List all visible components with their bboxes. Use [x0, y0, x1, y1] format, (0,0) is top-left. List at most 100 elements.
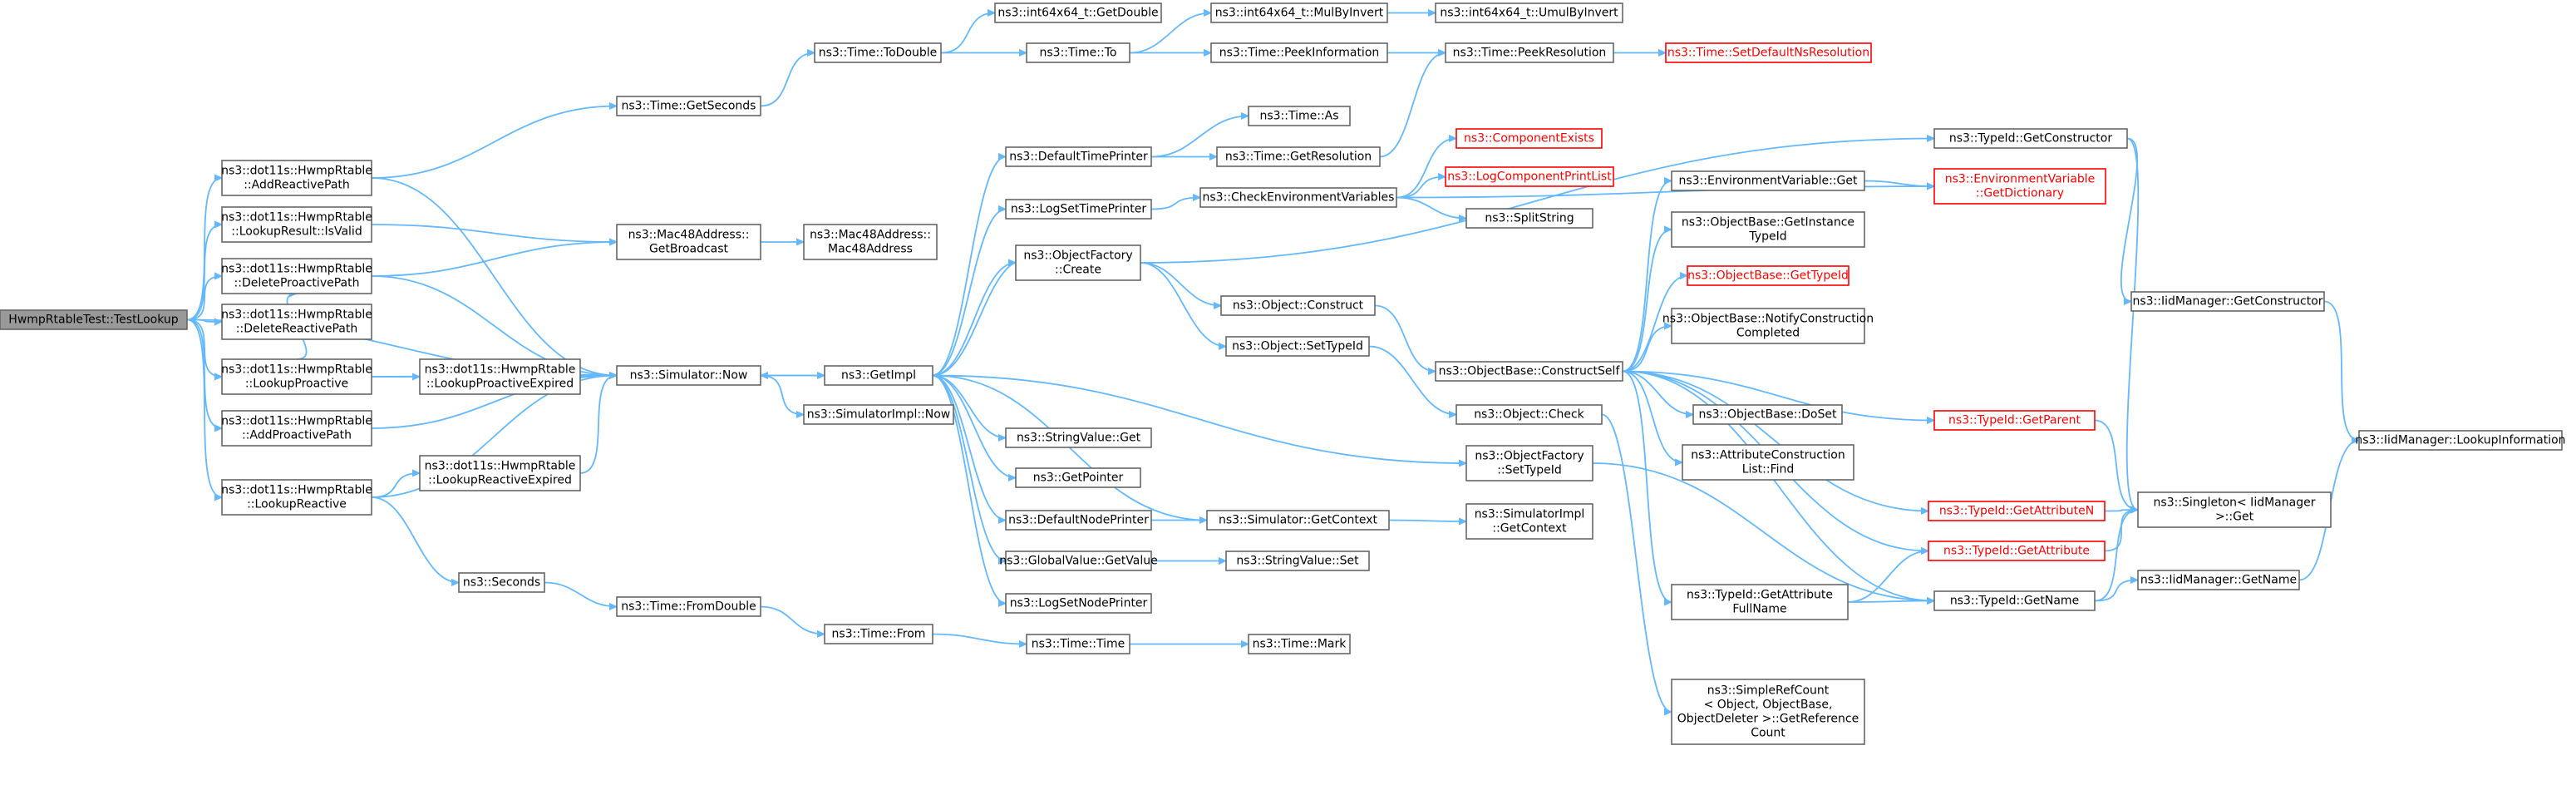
- node-timeAs[interactable]: ns3::Time::As: [1248, 106, 1351, 126]
- node-simpleRefCount[interactable]: ns3::SimpleRefCount< Object, ObjectBase,…: [1671, 679, 1865, 745]
- node-objBaseGetTypeId[interactable]: ns3::ObjectBase::GetTypeId: [1687, 265, 1849, 286]
- node-typeIdGetAttribute[interactable]: ns3::TypeId::GetAttribute: [1928, 541, 2106, 561]
- node-timeTo[interactable]: ns3::Time::To: [1026, 42, 1130, 63]
- node-peekResolution[interactable]: ns3::Time::PeekResolution: [1445, 42, 1614, 63]
- node-simImplNow[interactable]: ns3::SimulatorImpl::Now: [803, 404, 954, 425]
- node-isValid[interactable]: ns3::dot11s::HwmpRtable::LookupResult::I…: [221, 206, 372, 243]
- node-umulByInvert[interactable]: ns3::int64x64_t::UmulByInvert: [1435, 2, 1623, 23]
- node-defaultNodePrinter[interactable]: ns3::DefaultNodePrinter: [1005, 510, 1152, 531]
- node-globalValueGet[interactable]: ns3::GlobalValue::GetValue: [999, 551, 1158, 571]
- node-label: ns3::LogComponentPrintList: [1447, 170, 1612, 184]
- node-label: ObjectDeleter >::GetReference: [1677, 713, 1859, 726]
- node-iidGetName[interactable]: ns3::IidManager::GetName: [2137, 570, 2300, 590]
- node-label: < Object, ObjectBase,: [1704, 699, 1833, 712]
- node-iidGetConstructor[interactable]: ns3::IidManager::GetConstructor: [2130, 291, 2325, 312]
- node-label: ns3::Time::GetResolution: [1225, 151, 1372, 164]
- node-label: ns3::TypeId::GetAttributeN: [1939, 505, 2094, 518]
- edge-addReactive-to-now: [371, 177, 617, 376]
- node-envVarGetDictionary[interactable]: ns3::EnvironmentVariable::GetDictionary: [1933, 168, 2106, 205]
- node-addReactive[interactable]: ns3::dot11s::HwmpRtable::AddReactivePath: [221, 160, 372, 196]
- edge-getImpl-to-globalValueGet: [932, 374, 1006, 561]
- node-splitString[interactable]: ns3::SplitString: [1465, 208, 1593, 229]
- node-root[interactable]: HwmpRtableTest::TestLookup: [0, 309, 188, 330]
- edge-isValid-to-getBroadcast: [371, 224, 617, 242]
- node-typeIdGetName[interactable]: ns3::TypeId::GetName: [1933, 590, 2096, 611]
- node-notifyConstruction[interactable]: ns3::ObjectBase::NotifyConstructionCompl…: [1662, 308, 1874, 344]
- edge-objBaseConstructSelf-to-typeIdGetParent: [1622, 370, 1934, 421]
- node-logComponentPrintList[interactable]: ns3::LogComponentPrintList: [1445, 166, 1614, 187]
- edge-getSeconds-to-toDouble: [760, 53, 815, 107]
- node-box: [221, 160, 372, 196]
- node-delReactive[interactable]: ns3::dot11s::HwmpRtable::DeleteReactiveP…: [221, 304, 372, 340]
- node-box: [1455, 404, 1603, 425]
- node-getDouble[interactable]: ns3::int64x64_t::GetDouble: [994, 2, 1162, 23]
- node-label: ::AddProactivePath: [242, 429, 352, 442]
- node-box: [1005, 146, 1152, 167]
- node-addProactive[interactable]: ns3::dot11s::HwmpRtable::AddProactivePat…: [221, 410, 372, 447]
- node-label: ns3::IidManager::GetName: [2140, 574, 2297, 587]
- node-objFactoryCreate[interactable]: ns3::ObjectFactory::Create: [1015, 244, 1141, 281]
- node-fromDouble[interactable]: ns3::Time::FromDouble: [616, 596, 761, 617]
- node-timeTime[interactable]: ns3::Time::Time: [1026, 634, 1130, 654]
- node-label: ns3::Time::ToDouble: [819, 47, 938, 60]
- node-mac48[interactable]: ns3::Mac48Address::Mac48Address: [803, 224, 938, 260]
- node-simImplGetContext[interactable]: ns3::SimulatorImpl::GetContext: [1465, 503, 1593, 540]
- node-label: ::LookupReactive: [247, 498, 347, 511]
- node-objectSetTypeId[interactable]: ns3::Object::SetTypeId: [1225, 336, 1370, 357]
- edge-root-to-delProactive: [186, 276, 222, 321]
- node-getResolution[interactable]: ns3::Time::GetResolution: [1216, 146, 1381, 167]
- node-stringValueSet[interactable]: ns3::StringValue::Set: [1225, 551, 1370, 571]
- node-lookupReactiveExpired[interactable]: ns3::dot11s::HwmpRtable::LookupReactiveE…: [419, 455, 581, 491]
- node-lookupReactive[interactable]: ns3::dot11s::HwmpRtable::LookupReactive: [221, 479, 372, 516]
- node-envVarGet[interactable]: ns3::EnvironmentVariable::Get: [1671, 170, 1865, 191]
- node-typeIdGetParent[interactable]: ns3::TypeId::GetParent: [1933, 410, 2096, 431]
- node-getBroadcast[interactable]: ns3::Mac48Address::GetBroadcast: [616, 224, 761, 260]
- edge-root-to-isValid: [186, 225, 222, 321]
- node-objBaseDoSet[interactable]: ns3::ObjectBase::DoSet: [1692, 404, 1843, 425]
- node-getSeconds[interactable]: ns3::Time::GetSeconds: [616, 96, 761, 116]
- node-label: ns3::IidManager::LookupInformation: [2355, 434, 2565, 447]
- node-timeMark[interactable]: ns3::Time::Mark: [1248, 634, 1351, 654]
- node-iidLookupInformation[interactable]: ns3::IidManager::LookupInformation: [2355, 430, 2566, 451]
- node-box: [1928, 541, 2106, 561]
- node-mulByInvert[interactable]: ns3::int64x64_t::MulByInvert: [1210, 2, 1388, 23]
- node-now[interactable]: ns3::Simulator::Now: [616, 365, 761, 386]
- edge-objectCheck-to-simpleRefCount: [1601, 413, 1672, 713]
- node-defaultTimePrinter[interactable]: ns3::DefaultTimePrinter: [1005, 146, 1152, 167]
- edge-timeTo-to-mulByInvert: [1129, 13, 1211, 54]
- node-objFactorySetTypeId[interactable]: ns3::ObjectFactory::SetTypeId: [1465, 445, 1593, 481]
- node-label: Count: [1751, 727, 1785, 740]
- node-typeIdGetAttributeN[interactable]: ns3::TypeId::GetAttributeN: [1928, 501, 2106, 521]
- node-objectConstruct[interactable]: ns3::Object::Construct: [1220, 295, 1376, 316]
- node-peekInformation[interactable]: ns3::Time::PeekInformation: [1210, 42, 1388, 63]
- node-box: [1933, 410, 2096, 431]
- node-simGetContext[interactable]: ns3::Simulator::GetContext: [1206, 510, 1390, 531]
- node-delProactive[interactable]: ns3::dot11s::HwmpRtable::DeleteProactive…: [221, 258, 372, 294]
- node-objBaseConstructSelf[interactable]: ns3::ObjectBase::ConstructSelf: [1435, 361, 1623, 382]
- node-logSetNodePrinter[interactable]: ns3::LogSetNodePrinter: [1005, 593, 1152, 614]
- node-setDefaultNsRes[interactable]: ns3::Time::SetDefaultNsResolution: [1665, 42, 1872, 63]
- node-componentExists[interactable]: ns3::ComponentExists: [1455, 128, 1603, 149]
- node-logSetTimePrinter[interactable]: ns3::LogSetTimePrinter: [1005, 199, 1152, 220]
- edge-typeIdGetConstructor-to-singletonGet: [2125, 137, 2140, 511]
- node-checkEnvVars[interactable]: ns3::CheckEnvironmentVariables: [1199, 187, 1397, 208]
- node-getPointer[interactable]: ns3::GetPointer: [1015, 467, 1141, 488]
- node-singletonGet[interactable]: ns3::Singleton< IidManager>::Get: [2137, 491, 2332, 528]
- node-typeIdGetConstructor[interactable]: ns3::TypeId::GetConstructor: [1933, 128, 2128, 149]
- node-lookupProactive[interactable]: ns3::dot11s::HwmpRtable::LookupProactive: [221, 358, 372, 395]
- node-from[interactable]: ns3::Time::From: [824, 624, 933, 644]
- edge-lookupReactive-to-seconds: [371, 496, 459, 583]
- node-toDouble[interactable]: ns3::Time::ToDouble: [814, 42, 942, 63]
- node-objectCheck[interactable]: ns3::Object::Check: [1455, 404, 1603, 425]
- edge-getImpl-to-defaultTimePrinter: [932, 157, 1006, 377]
- node-seconds[interactable]: ns3::Seconds: [458, 572, 545, 593]
- node-label: ns3::Time::FromDouble: [621, 600, 756, 614]
- node-label: ns3::TypeId::GetAttribute: [1943, 545, 2090, 558]
- node-stringValueGet[interactable]: ns3::StringValue::Get: [1005, 427, 1152, 448]
- node-getImpl[interactable]: ns3::GetImpl: [824, 365, 933, 386]
- node-lookupProactiveExpired[interactable]: ns3::dot11s::HwmpRtable::LookupProactive…: [419, 358, 581, 395]
- node-label: ns3::int64x64_t::MulByInvert: [1215, 7, 1384, 20]
